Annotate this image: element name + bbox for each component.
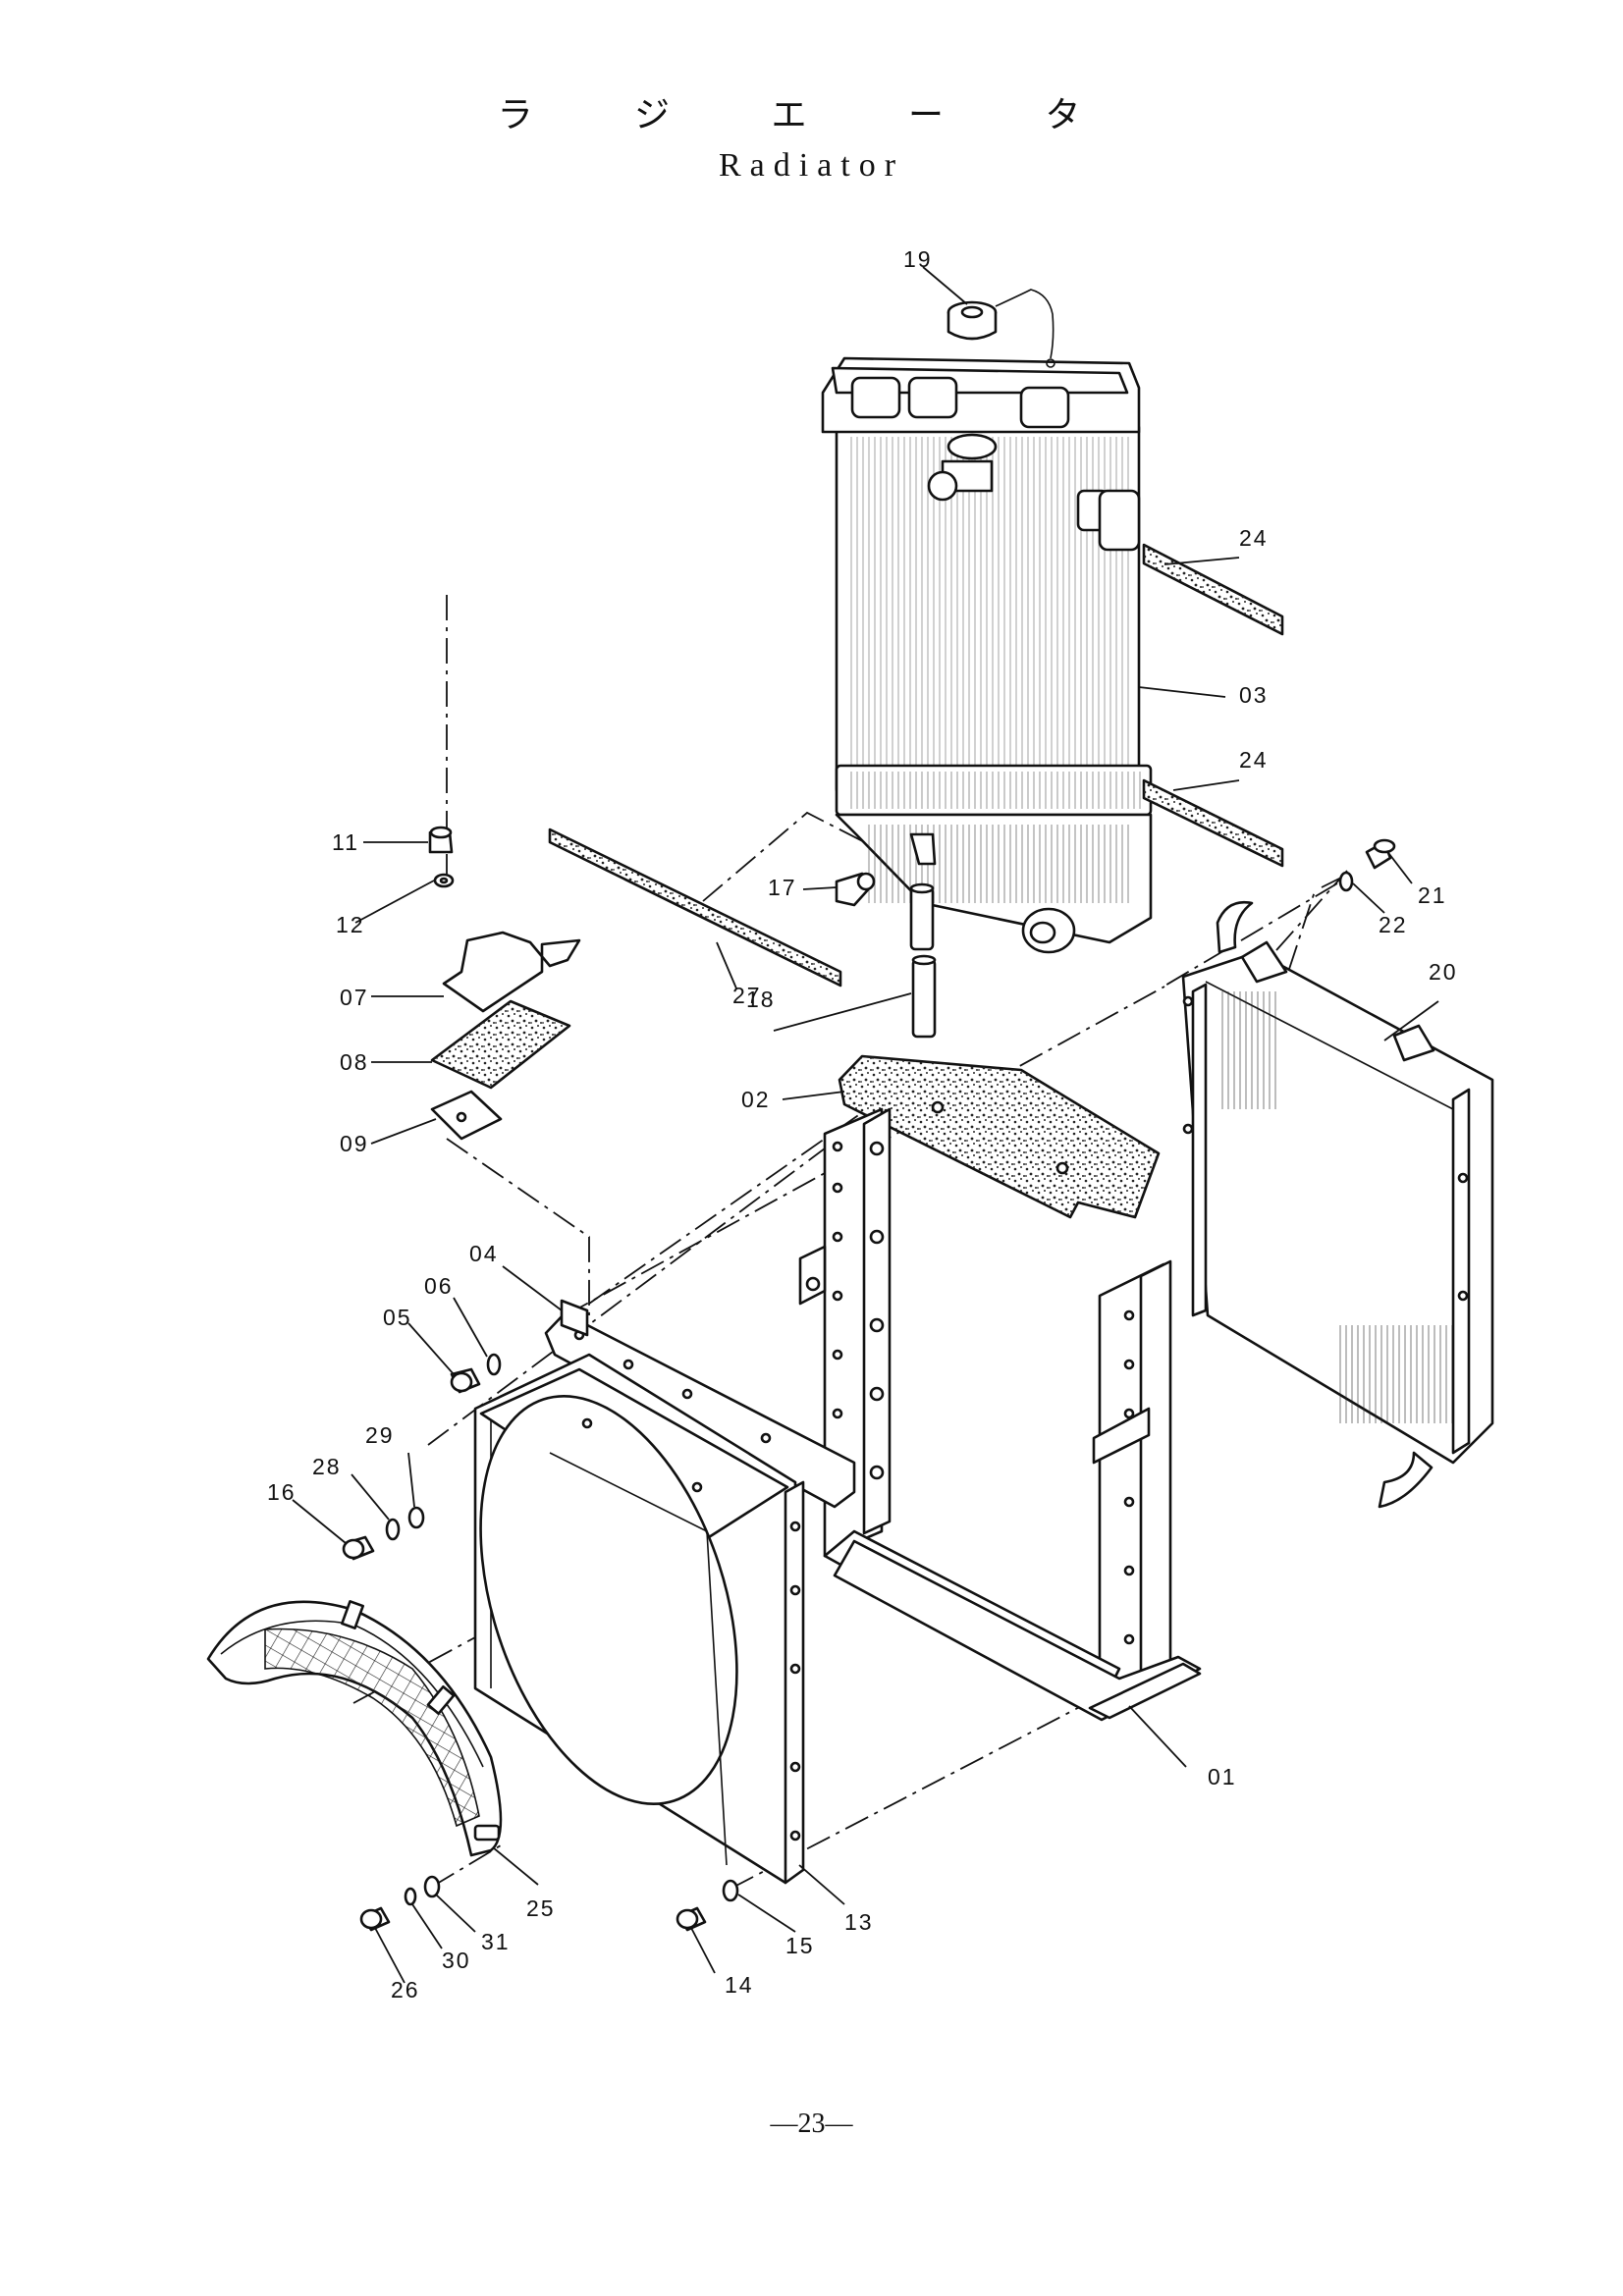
title-english: Radiator (718, 147, 905, 184)
callout-16: 16 (267, 1479, 297, 1505)
callout-12: 12 (336, 912, 365, 937)
callout-31: 31 (481, 1929, 511, 1954)
callout-25: 25 (526, 1896, 556, 1921)
callout-07: 07 (340, 985, 369, 1010)
leader-lines (292, 266, 1439, 1984)
pad-sheet (838, 1054, 1161, 1219)
fan-shroud (473, 1353, 805, 1885)
title-japanese: ラ ジ エ ー タ (497, 95, 1126, 135)
callout-20: 20 (1429, 959, 1458, 985)
callout-30: 30 (442, 1948, 471, 1973)
callout-02: 02 (741, 1087, 771, 1112)
radiator-cap (947, 289, 1055, 368)
callout-13: 13 (844, 1909, 874, 1935)
page-number: —23— (770, 2109, 853, 2139)
support-frame (798, 1107, 1202, 1722)
alignment-lines (352, 383, 1348, 1890)
fan-guard (206, 1600, 503, 1857)
callout-22: 22 (1379, 912, 1408, 937)
bracket-assembly (428, 826, 581, 1141)
callout-01: 01 (1208, 1764, 1237, 1789)
callout-24-lower: 24 (1239, 747, 1269, 773)
oil-cooler (1181, 900, 1494, 1509)
callout-14: 14 (725, 1972, 754, 1998)
callout-08: 08 (340, 1049, 369, 1075)
rubber-strip-long (548, 828, 842, 988)
callout-15: 15 (785, 1933, 815, 1958)
callout-27: 27 (732, 983, 762, 1008)
hose-pieces (909, 882, 937, 1039)
callout-05: 05 (383, 1305, 412, 1330)
callout-18: 18 (746, 987, 776, 1012)
callout-06: 06 (424, 1273, 454, 1299)
callout-03: 03 (1239, 682, 1269, 708)
fasteners (342, 838, 1396, 1932)
rubber-strip-upper (1142, 543, 1284, 636)
callout-19: 19 (903, 246, 933, 272)
drain-cock (835, 872, 876, 907)
callout-26: 26 (391, 1977, 420, 2002)
callout-17: 17 (768, 875, 797, 900)
upper-bracket (544, 1299, 856, 1509)
callout-24-upper: 24 (1239, 525, 1269, 551)
callout-09: 09 (340, 1131, 369, 1156)
callout-04: 04 (469, 1241, 499, 1266)
callout-21: 21 (1418, 882, 1447, 908)
callout-labels: 01 02 03 04 05 06 07 08 09 11 12 13 14 1… (267, 246, 1458, 2002)
callout-28: 28 (312, 1454, 342, 1479)
rubber-strip-lower (1142, 778, 1284, 868)
radiator-core (821, 356, 1153, 954)
callout-11: 11 (332, 829, 359, 855)
callout-29: 29 (365, 1422, 395, 1448)
